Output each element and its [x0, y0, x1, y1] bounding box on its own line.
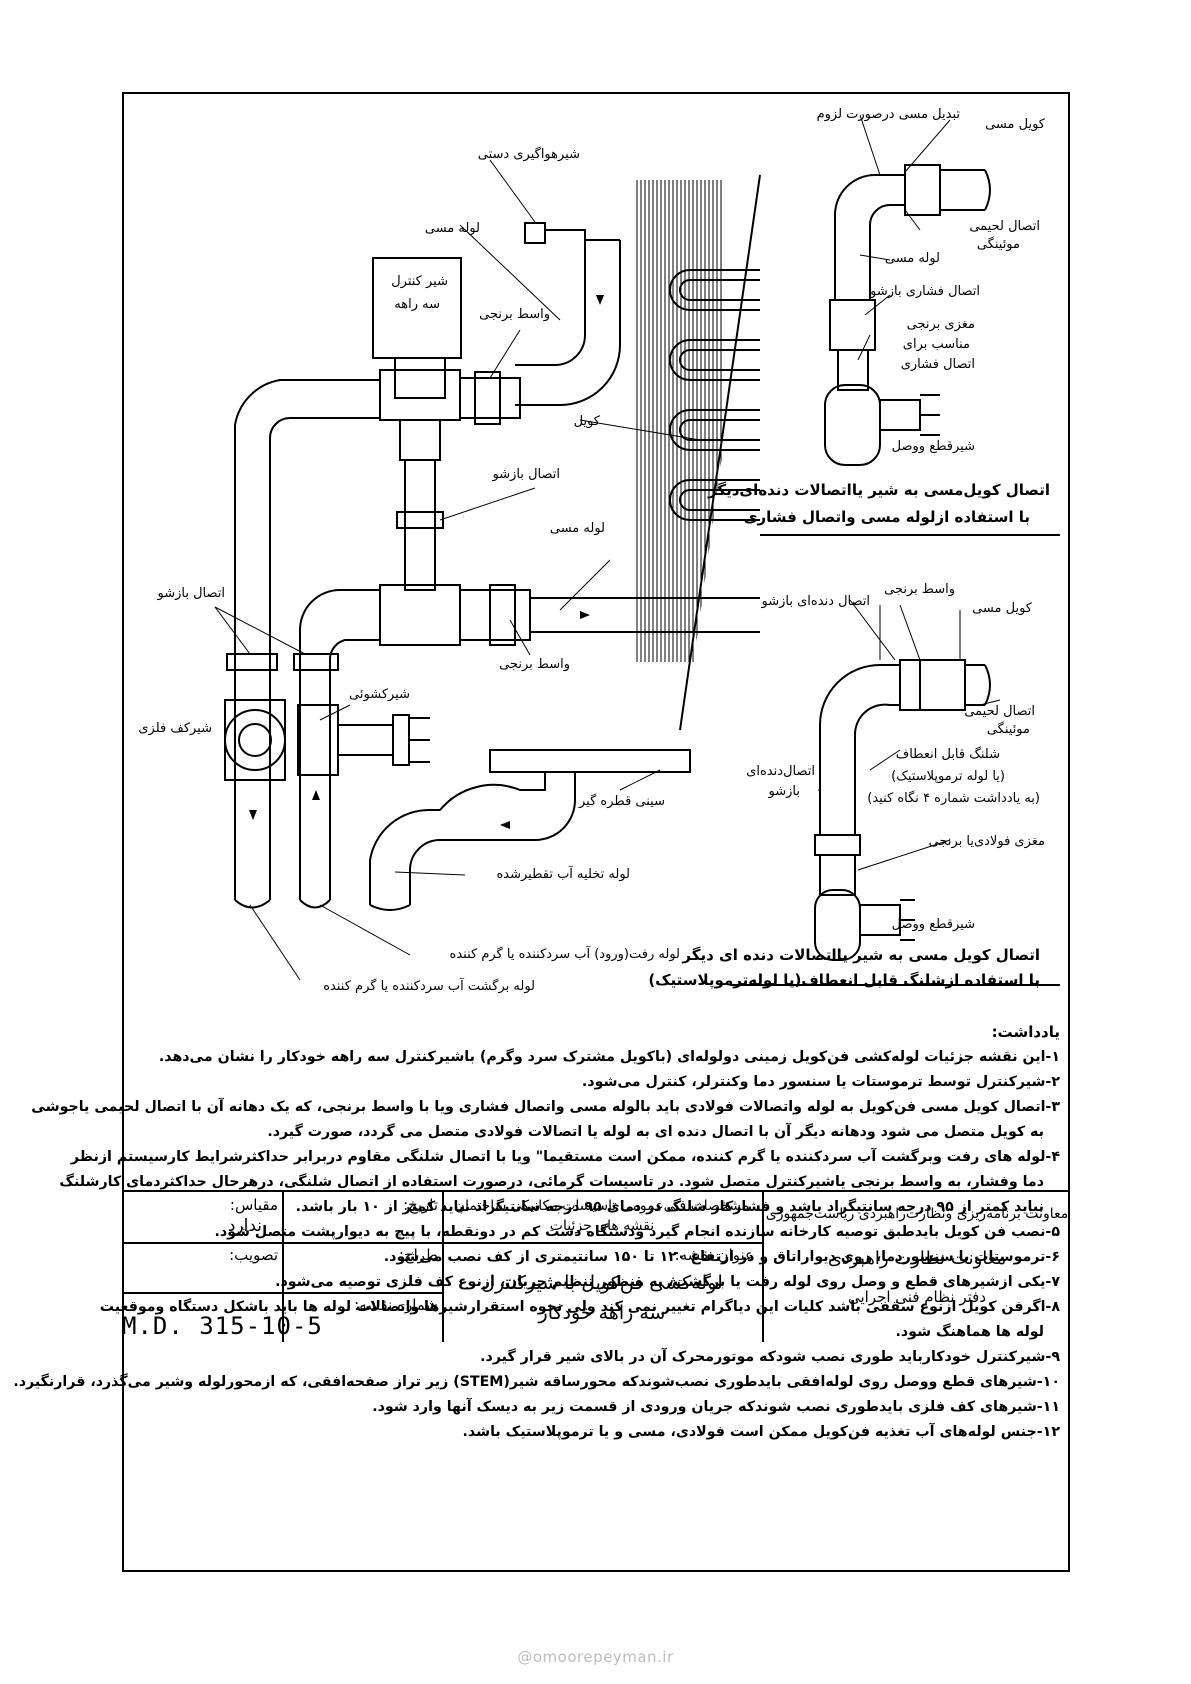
drawing-number: M.D. 315-10-5	[122, 1312, 323, 1340]
label-threaded-union-l1: اتصال‌دنده‌ای	[746, 764, 815, 779]
caption-top-1: اتصال کویل‌مسی به شیر یااتصالات دنده‌ای‌…	[707, 481, 1050, 499]
note-line: ۱-این نقشه جزئیات لوله‌کشی فن‌کویل زمینی…	[158, 1049, 1060, 1065]
label-brass-adapter-r: واسط برنجی	[884, 582, 955, 597]
caption-top-2: با استفاده ازلوله مسی واتصال فشاری	[744, 508, 1030, 526]
note-line: ۷-یکی ازشیرهای قطع و وصل روی لوله رفت یا…	[275, 1274, 1060, 1290]
note-line: ۸-اگرفن کویل ازنوع سقفی باشد کلیات این د…	[99, 1299, 1060, 1315]
caption-bot-1: اتصال کویل مسی به شیر یااتصالات دنده ای …	[681, 946, 1040, 964]
note-line: ۲-شیرکنترل توسط ترموستات یا سنسور دما وک…	[581, 1074, 1060, 1090]
org-line-3: دفتر نظام فنی اجرایی	[847, 1288, 987, 1306]
coil-tubes	[669, 269, 760, 521]
note-line: ۵-نصب فن کویل بایدطبق توصیه کارخانه سازن…	[214, 1224, 1060, 1240]
note-line: ۹-شیرکنترل خودکارباید طوری نصب شودکه موت…	[480, 1349, 1060, 1365]
label-coil: کویل	[574, 414, 601, 429]
drawing-title-1: لوله‌کشی فن‌کویل با شیرکنترل	[481, 1272, 723, 1294]
label-coil-copper-top: کویل مسی	[985, 117, 1046, 132]
label-coil-copper-r: کویل مسی	[972, 601, 1033, 616]
label-manual-vent: شیرهواگیری دستی	[478, 146, 580, 162]
label-brass-adapter-mid: واسط برنجی	[499, 657, 570, 672]
notes-list: ۱-این نقشه جزئیات لوله‌کشی فن‌کویل زمینی…	[13, 1045, 1060, 1445]
label-brass-nipple-2: مناسب برای	[903, 337, 970, 352]
label-copper-pipe-top: لوله مسی	[425, 221, 480, 236]
label-drip-tray: سینی قطره گیر	[578, 793, 665, 809]
label-steel-nipple: مغزی فولادی‌یا برنجی	[929, 834, 1045, 849]
note-line: دما وفشار، به واسط برنجی یاشیرکنترل متصل…	[59, 1174, 1044, 1190]
label-brass-adapter-top: واسط برنجی	[479, 307, 550, 322]
label-flex-hose-3: (به یادداشت شماره ۴ نگاه کنید)	[867, 790, 1040, 806]
label-condensate-drain: لوله تخلیه آب تقطیرشده	[496, 865, 630, 882]
label-brass-nipple-3: اتصال فشاری	[901, 357, 975, 372]
notes-title: یادداشت:	[991, 1023, 1060, 1041]
drawing-title-2: سه راهه خودکار	[538, 1302, 666, 1324]
label-solder-joint-1: اتصال لحیمی	[969, 219, 1040, 234]
label-floor-valve: شیرکف فلزی	[138, 721, 212, 736]
note-line: ۶-ترموستات یا سنسوردما، روی دیواراتاق و …	[383, 1249, 1060, 1265]
label-copper-change: تبدیل مسی درصورت لزوم	[817, 107, 961, 122]
label-solder-joint-r1: اتصال لحیمی	[964, 704, 1035, 719]
scale-value: ندارد	[227, 1216, 262, 1236]
label-supply-pipe: لوله رفت(ورود) آب سردکننده یا گرم کننده	[450, 945, 680, 962]
watermark: @omoorepeyman.ir	[517, 1648, 674, 1666]
label-gate-valve-2: شیرقطع ووصل	[892, 917, 975, 932]
label-copper-pipe-right: لوله مسی	[885, 251, 940, 266]
label-drain-valve: شیرکشوئی	[349, 687, 410, 702]
note-line: ۴-لوله های رفت وبرگشت آب سردکننده یا گرم…	[70, 1149, 1060, 1165]
note-line: به کویل متصل می شود ودهانه دیگر آن با ات…	[267, 1124, 1044, 1140]
label-brass-nipple-1: مغزی برنجی	[907, 317, 975, 332]
caption-bot-2: با استفاده ازشلنگ قابل انعطاف(یا لوله‌تر…	[648, 971, 1040, 990]
label-threaded-union: اتصال دنده‌ای بازشو	[761, 594, 870, 609]
label-compression-union: اتصال فشاری بازشو	[869, 284, 980, 299]
label-return-pipe: لوله برگشت آب سردکننده یا گرم کننده	[323, 977, 535, 994]
label-threaded-union-l2: بازشو	[768, 784, 800, 799]
note-line: نباید کمتر از ۹۵ درجه سانتیگراد باشد و ف…	[295, 1199, 1044, 1215]
drawing-title-label: عنوان نقشه:	[674, 1246, 754, 1264]
label-flex-hose-2: (یا لوله ترموپلاستیک)	[891, 769, 1005, 784]
designer-label: طراح:	[398, 1246, 438, 1264]
date-label: تاریخ:	[403, 1196, 438, 1214]
spec-line-2: نقشه های جزئیات	[549, 1218, 655, 1234]
label-control-valve-1: شیر کنترل	[391, 274, 448, 289]
org-line-2: معاونت نظارت راهبردی	[827, 1248, 1007, 1269]
approval-label: تصویب:	[229, 1246, 278, 1264]
note-line: لوله ها هماهنگ شود.	[895, 1324, 1044, 1340]
scale-label: مقیاس:	[229, 1196, 278, 1214]
org-line-1: معاونت برنامه‌ریزی ونظارت‌راهبردی ریاست‌…	[765, 1206, 1069, 1222]
label-copper-pipe-mid: لوله مسی	[550, 521, 605, 536]
label-union-left: اتصال بازشو	[156, 586, 225, 601]
label-flex-hose-1: شلنگ قابل انعطاف	[896, 746, 1000, 762]
label-solder-joint-r2: موئینگی	[987, 721, 1030, 737]
note-line: ۱۲-جنس لوله‌های آب تغذیه فن‌کویل ممکن اس…	[462, 1424, 1060, 1440]
label-gate-valve-1: شیرقطع ووصل	[892, 439, 975, 454]
notes-block: یادداشت: ۱-این نقشه جزئیات لوله‌کشی فن‌ک…	[13, 1020, 1060, 1445]
label-control-valve-2: سه راهه	[394, 297, 440, 312]
drawing-frame	[122, 92, 1070, 1572]
title-block: معاونت برنامه‌ریزی ونظارت‌راهبردی ریاست‌…	[122, 1190, 1070, 1344]
spec-line-1: مشخصات فنی‌عمومی تاسیسات مکانیکی ساختمان	[454, 1198, 750, 1214]
label-union: اتصال بازشو	[491, 467, 560, 482]
label-solder-joint-2: موئینگی	[977, 236, 1020, 252]
note-line: ۱۰-شیرهای قطع ووصل روی لوله‌افقی بایدطور…	[13, 1374, 1060, 1390]
note-line: ۱۱-شیرهای کف فلزی بایدطوری نصب شوندکه جر…	[372, 1399, 1060, 1415]
note-line: ۳-اتصال کویل مسی فن‌کویل به لوله واتصالا…	[31, 1099, 1060, 1115]
drawing-no-label: شماره نقشه:	[354, 1296, 438, 1314]
